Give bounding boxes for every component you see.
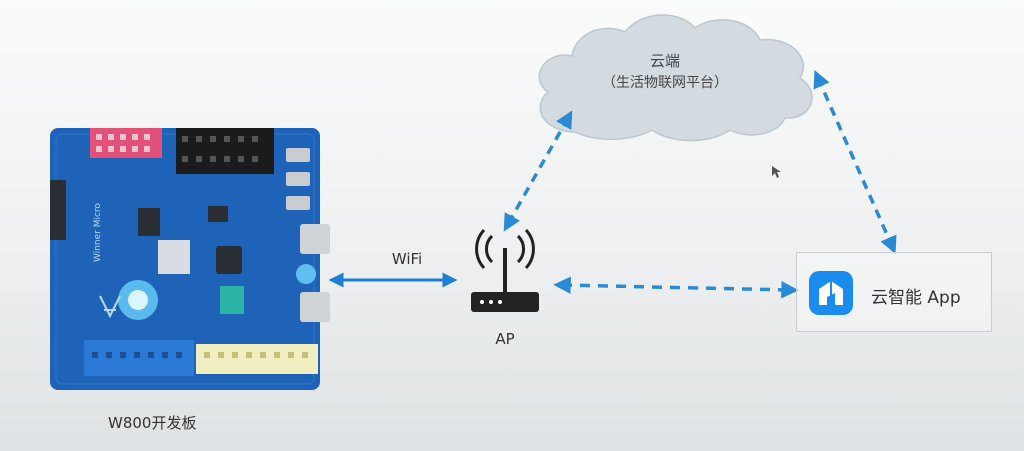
arrow-cloud-ap — [503, 110, 573, 232]
mouse-cursor-icon — [772, 166, 781, 178]
board-silkscreen-text: Winner Micro — [93, 203, 103, 262]
dev-board-image: Winner Micro — [50, 128, 330, 390]
app-name: 云智能 App — [871, 288, 961, 308]
cloud-subtitle: （生活物联网平台） — [602, 75, 728, 91]
ap-label: AP — [495, 330, 515, 348]
cloud-title: 云端 — [649, 52, 680, 70]
app-icon — [809, 271, 853, 315]
wifi-link-label: WiFi — [391, 250, 423, 268]
app-box: 云智能 App — [796, 252, 992, 332]
board-label: W800开发板 — [108, 414, 197, 432]
arrow-ap-app — [553, 276, 799, 299]
cloud-icon — [538, 14, 813, 142]
router-icon — [471, 228, 539, 312]
arrow-cloud-app — [813, 69, 897, 255]
